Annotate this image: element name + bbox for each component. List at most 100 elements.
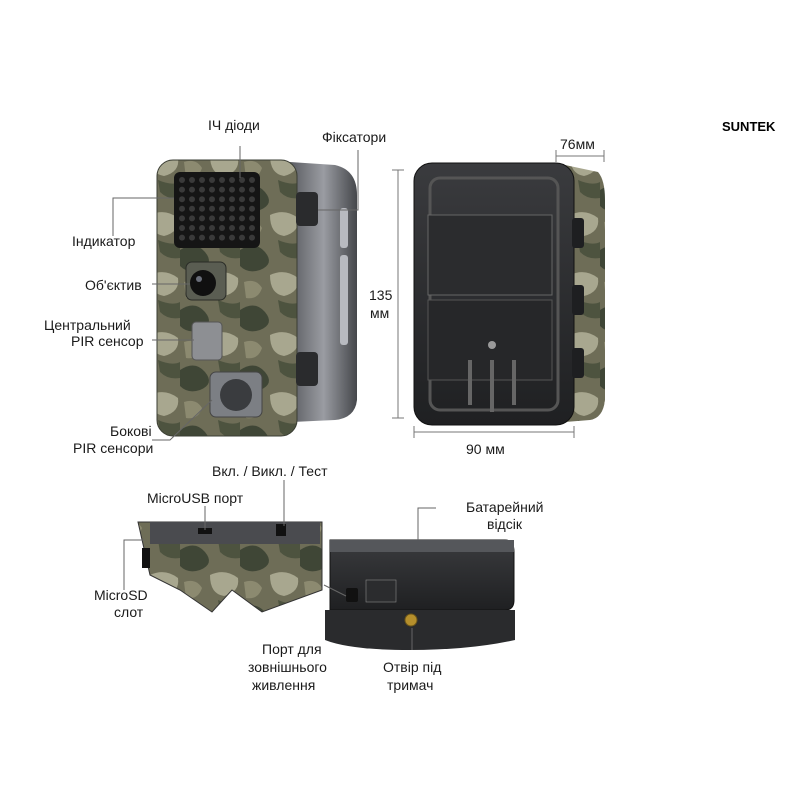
callout-indicator xyxy=(112,197,174,236)
label-ir-leds: ІЧ діоди xyxy=(208,117,260,133)
callout-microsd xyxy=(123,539,144,590)
label-side-pir-2: PIR сенсори xyxy=(73,440,153,456)
tripod-mount-hole xyxy=(404,613,418,627)
ir-led xyxy=(239,215,245,222)
ir-led xyxy=(229,205,235,212)
ir-led xyxy=(239,225,245,231)
callout-battery xyxy=(417,507,436,540)
ir-led xyxy=(249,215,255,222)
ir-led xyxy=(229,225,235,231)
label-battery-2: відсік xyxy=(487,516,523,532)
latch-top xyxy=(296,192,318,226)
ir-led xyxy=(229,177,235,183)
microusb-port xyxy=(198,528,212,534)
ir-led xyxy=(179,234,185,241)
open-front-half xyxy=(137,521,323,613)
label-microsd-1: MicroSD xyxy=(94,587,148,603)
ir-led xyxy=(219,234,225,241)
label-height-1: 135 xyxy=(369,287,393,303)
ir-led xyxy=(179,215,185,222)
ir-led xyxy=(199,205,205,212)
back-clip-1 xyxy=(572,218,584,248)
ir-led xyxy=(219,205,225,212)
ir-led xyxy=(209,177,215,183)
microsd-slot xyxy=(142,548,150,568)
side-pir-lens xyxy=(220,379,252,411)
open-camera xyxy=(137,521,515,650)
callout-ext-power xyxy=(323,584,347,597)
ir-led xyxy=(189,177,195,183)
label-lens: Об'єктив xyxy=(85,277,142,293)
ir-led xyxy=(239,177,245,183)
central-pir-sensor xyxy=(191,321,223,361)
ir-led xyxy=(229,196,235,203)
ir-led xyxy=(239,234,245,241)
ir-led xyxy=(229,186,235,193)
label-power-switch: Вкл. / Викл. / Тест xyxy=(212,463,328,479)
ir-led xyxy=(209,215,215,222)
label-width: 90 мм xyxy=(466,441,505,457)
label-ext-power-1: Порт для xyxy=(262,641,322,657)
power-switch xyxy=(276,524,286,536)
ir-led-panel xyxy=(174,172,260,248)
brand-logo: SUNTEK xyxy=(722,119,776,134)
lens-glint xyxy=(196,276,202,282)
ir-led xyxy=(189,225,195,231)
ir-led-array xyxy=(179,177,255,241)
back-camera xyxy=(413,162,605,426)
label-mount-2: тримач xyxy=(387,677,433,693)
label-central-pir-2: PIR сенсор xyxy=(71,333,144,349)
ir-led xyxy=(219,196,225,203)
ext-power-port xyxy=(346,588,358,602)
side-rail-2 xyxy=(340,255,348,345)
ir-led xyxy=(239,205,245,212)
back-screw xyxy=(488,341,496,349)
back-clip-3 xyxy=(572,348,584,378)
ir-led xyxy=(209,225,215,231)
ir-led xyxy=(249,225,255,231)
label-height-2: мм xyxy=(370,305,389,321)
dimension-lines xyxy=(392,150,605,438)
label-battery-1: Батарейний xyxy=(466,499,543,515)
ir-led xyxy=(209,196,215,203)
label-ext-power-3: живлення xyxy=(252,677,315,693)
ir-led xyxy=(199,196,205,203)
back-center-plate xyxy=(427,214,553,296)
open-front-top-panel xyxy=(150,522,320,544)
ir-led xyxy=(199,225,205,231)
label-mount-1: Отвір під xyxy=(383,659,441,675)
ir-led xyxy=(249,205,255,212)
label-ext-power-2: зовнішнього xyxy=(248,659,327,675)
ir-led xyxy=(209,234,215,241)
ir-led xyxy=(249,234,255,241)
ir-led xyxy=(229,215,235,222)
ir-led xyxy=(249,177,255,183)
ir-led xyxy=(219,186,225,193)
callout-side-pir xyxy=(152,399,213,441)
ir-led xyxy=(179,225,185,231)
ir-led xyxy=(199,234,205,241)
back-clip-2 xyxy=(572,285,584,315)
ir-led xyxy=(239,186,245,193)
ir-led xyxy=(179,186,185,193)
ir-led xyxy=(249,196,255,203)
label-indicator: Індикатор xyxy=(72,233,136,249)
front-camera xyxy=(156,159,357,437)
ir-led xyxy=(209,205,215,212)
back-strap-guide xyxy=(468,360,516,412)
ir-led xyxy=(239,196,245,203)
ir-led xyxy=(199,215,205,222)
callout-latches xyxy=(318,150,359,211)
latch-bottom xyxy=(296,352,318,386)
ir-led xyxy=(219,177,225,183)
ir-led xyxy=(189,186,195,193)
ir-led xyxy=(199,186,205,193)
ir-led xyxy=(189,205,195,212)
tray-base xyxy=(325,610,515,650)
label-side-pir-1: Бокові xyxy=(110,423,152,439)
ir-led xyxy=(199,177,205,183)
side-rail-1 xyxy=(340,208,348,248)
label-depth: 76мм xyxy=(560,136,595,152)
ir-led xyxy=(179,196,185,203)
